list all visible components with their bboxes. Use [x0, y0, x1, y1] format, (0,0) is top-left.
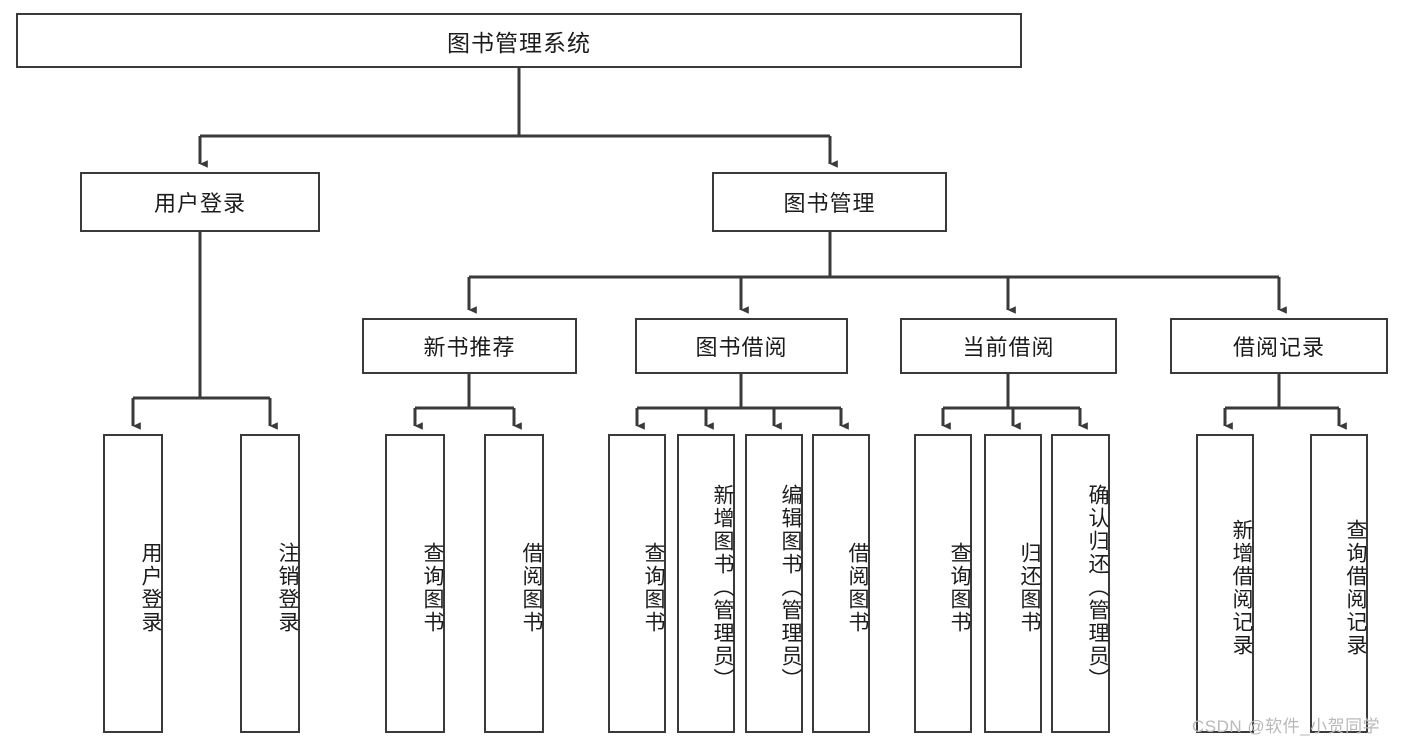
node-leaf-query-book-current[interactable]: 查询图书 — [914, 434, 972, 733]
leaf-label: 注销登录 — [276, 541, 299, 634]
node-leaf-logout-login[interactable]: 注销登录 — [240, 434, 300, 733]
leaf-label: 确认归还（管理员） — [1086, 484, 1109, 691]
node-leaf-query-book-borrow[interactable]: 查询图书 — [608, 434, 666, 733]
leaf-label: 查询图书 — [642, 541, 665, 634]
leaf-label: 借阅图书 — [846, 541, 869, 634]
node-new-book-recommend[interactable]: 新书推荐 — [362, 318, 577, 374]
node-leaf-query-borrow-record[interactable]: 查询借阅记录 — [1310, 434, 1368, 733]
node-leaf-user-login[interactable]: 用户登录 — [103, 434, 163, 733]
leaf-label: 新增借阅记录 — [1230, 518, 1253, 657]
leaf-label: 借阅图书 — [520, 541, 543, 634]
node-leaf-query-book-recommend[interactable]: 查询图书 — [385, 434, 445, 733]
leaf-label: 查询图书 — [948, 541, 971, 634]
node-leaf-borrow-book-recommend[interactable]: 借阅图书 — [484, 434, 544, 733]
leaf-label: 新增图书（管理员） — [711, 484, 734, 691]
node-leaf-add-book-admin[interactable]: 新增图书（管理员） — [677, 434, 735, 733]
node-leaf-add-borrow-record[interactable]: 新增借阅记录 — [1196, 434, 1254, 733]
node-leaf-confirm-return-admin[interactable]: 确认归还（管理员） — [1051, 434, 1110, 733]
node-root-system[interactable]: 图书管理系统 — [16, 13, 1022, 68]
node-user-login[interactable]: 用户登录 — [80, 172, 320, 232]
node-book-management[interactable]: 图书管理 — [712, 172, 947, 232]
node-current-borrow[interactable]: 当前借阅 — [900, 318, 1117, 374]
node-leaf-borrow-book[interactable]: 借阅图书 — [812, 434, 870, 733]
node-leaf-edit-book-admin[interactable]: 编辑图书（管理员） — [745, 434, 803, 733]
leaf-label: 用户登录 — [139, 541, 162, 634]
leaf-label: 归还图书 — [1018, 541, 1041, 634]
leaf-label: 查询借阅记录 — [1344, 518, 1367, 657]
node-book-borrow[interactable]: 图书借阅 — [635, 318, 848, 374]
leaf-label: 编辑图书（管理员） — [779, 484, 802, 691]
csdn-watermark: CSDN @软件_小贺同学 — [1192, 717, 1381, 736]
node-borrow-record[interactable]: 借阅记录 — [1170, 318, 1388, 374]
node-leaf-return-book[interactable]: 归还图书 — [984, 434, 1042, 733]
leaf-label: 查询图书 — [421, 541, 444, 634]
